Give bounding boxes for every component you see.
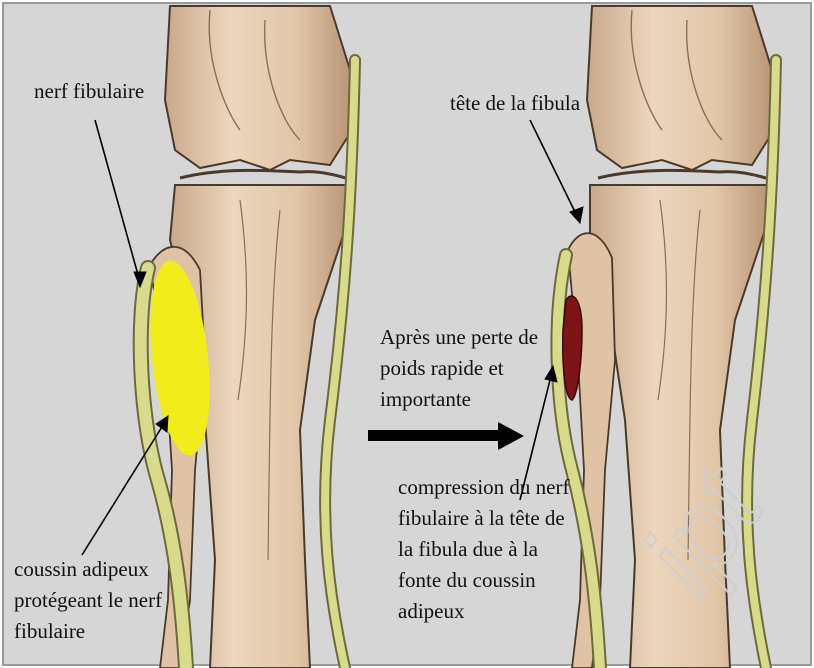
- label-nerve: nerf fibulaire: [34, 76, 144, 107]
- label-weight-loss: Après une perte de poids rapide et impor…: [380, 322, 538, 415]
- right-femur: [587, 6, 774, 170]
- label-compression: compression du nerf fibulaire à la tête …: [398, 472, 569, 627]
- left-femur: [165, 6, 352, 170]
- label-fat-pad: coussin adipeux protégeant le nerf fibul…: [14, 554, 162, 647]
- label-fibula-head: tête de la fibula: [450, 88, 580, 119]
